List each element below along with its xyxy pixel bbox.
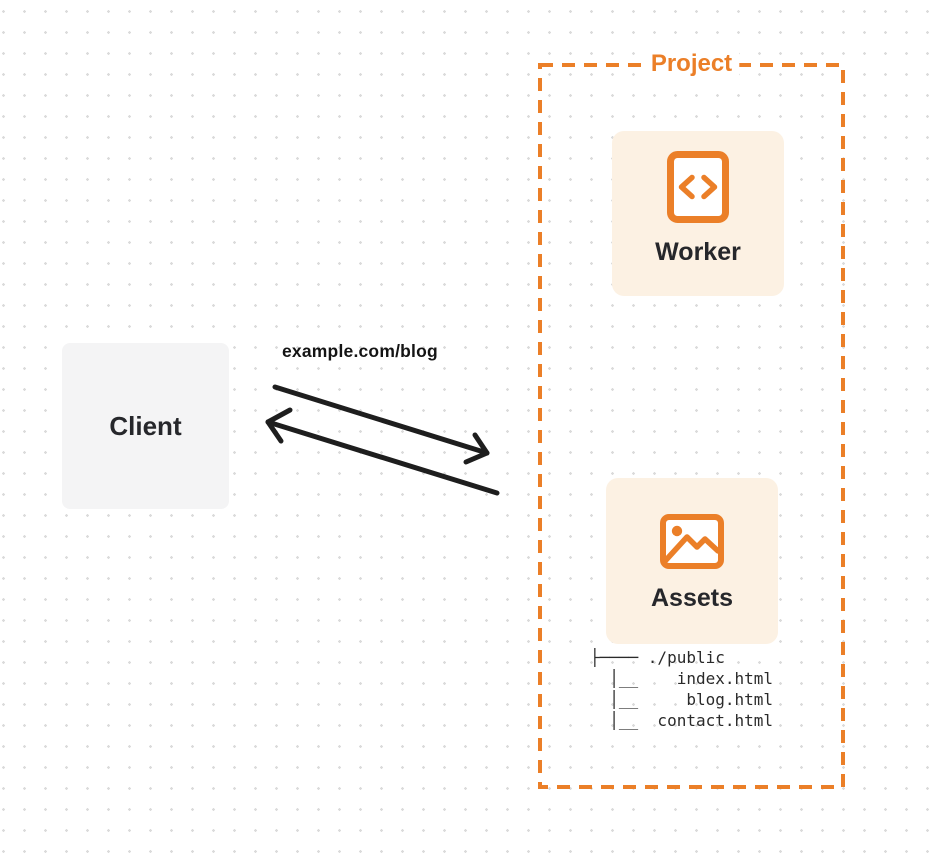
file-tree-item-blog: │__ blog.html [590, 690, 774, 709]
project-container: Project Worker [538, 50, 845, 789]
file-tree-item-index: │__ index.html [590, 669, 774, 688]
worker-node: Worker [612, 131, 784, 296]
assets-file-tree: ├──── ./public │__ index.html │__ blog.h… [590, 647, 773, 731]
client-node: Client [62, 343, 229, 509]
file-tree-root: ├──── ./public [590, 648, 725, 667]
image-icon [660, 514, 724, 569]
project-dashed-border [538, 63, 845, 789]
request-arrow-line [272, 384, 490, 456]
file-tree-item-contact: │__ contact.html [590, 711, 774, 730]
code-icon [667, 151, 729, 223]
response-arrowhead-icon [265, 407, 293, 444]
request-arrowhead-icon [463, 432, 490, 465]
request-url-label: example.com/blog [282, 341, 438, 361]
client-label: Client [109, 410, 182, 441]
assets-label: Assets [651, 584, 733, 612]
project-title: Project [643, 50, 740, 78]
assets-node: Assets [606, 478, 778, 644]
response-arrow-line [265, 419, 500, 496]
worker-label: Worker [655, 238, 741, 266]
